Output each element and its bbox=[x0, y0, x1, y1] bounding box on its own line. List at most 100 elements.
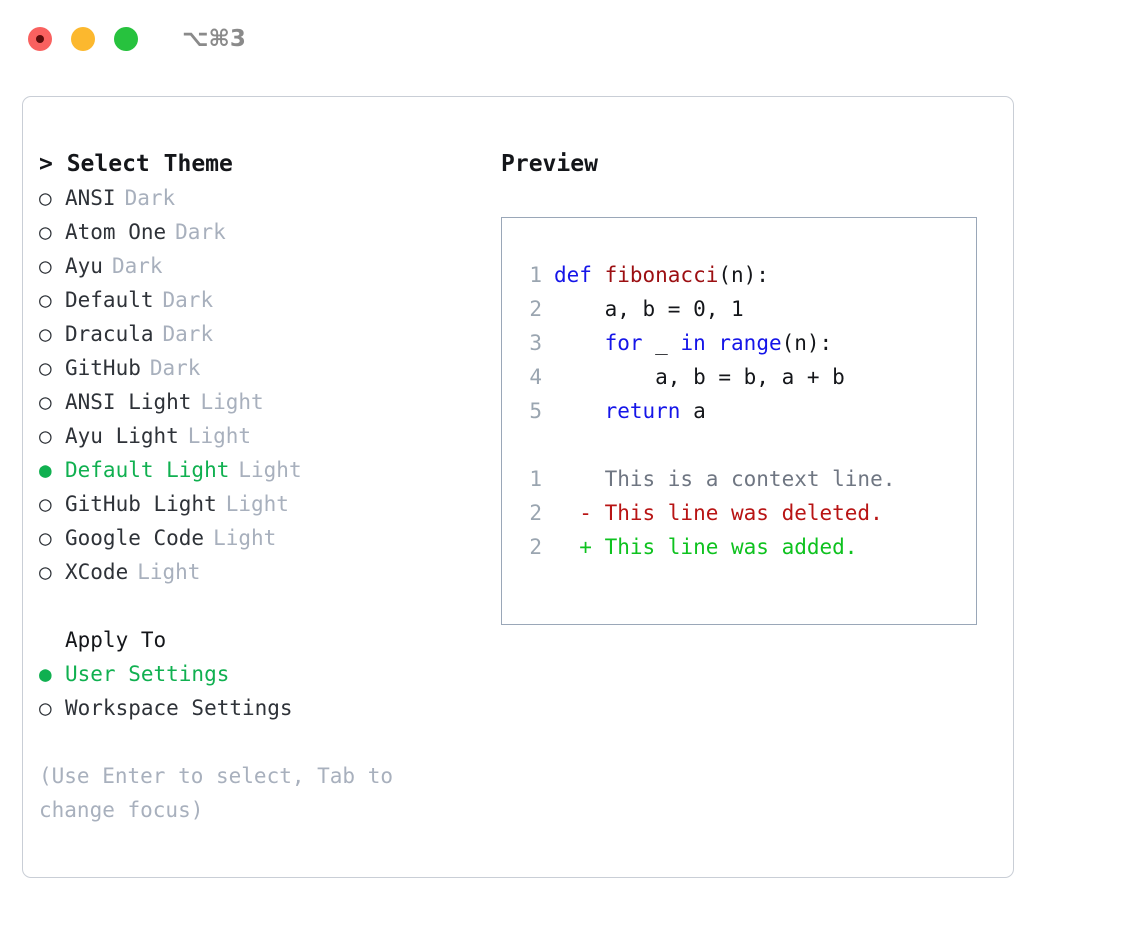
preview-header: Preview bbox=[501, 151, 598, 177]
theme-option-tag: Dark bbox=[175, 220, 226, 244]
window-titlebar: ⌥⌘3 bbox=[0, 0, 1140, 78]
theme-option-tag: Light bbox=[225, 492, 289, 516]
theme-option-default[interactable]: ○ Default Dark bbox=[39, 283, 499, 317]
list-spacer bbox=[39, 589, 499, 623]
diff-line-number: 1 bbox=[529, 467, 542, 491]
code-line-content: a, b = b, a + b bbox=[554, 360, 845, 394]
select-theme-header: > Select Theme bbox=[39, 151, 233, 177]
theme-option-label: Ayu bbox=[65, 254, 103, 278]
theme-option-label: ANSI bbox=[65, 186, 116, 210]
radio-unselected-icon: ○ bbox=[39, 254, 52, 278]
radio-unselected-icon: ○ bbox=[39, 526, 52, 550]
apply-to-header: Apply To bbox=[65, 628, 167, 652]
theme-option-dracula[interactable]: ○ Dracula Dark bbox=[39, 317, 499, 351]
theme-option-tag: Light bbox=[200, 390, 264, 414]
theme-option-label: Default Light bbox=[65, 458, 230, 482]
code-line: 3 for _ in range(n): bbox=[516, 326, 895, 360]
code-line: 1 def fibonacci(n): bbox=[516, 258, 895, 292]
code-token-txt: a bbox=[693, 399, 706, 423]
theme-option-tag: Dark bbox=[111, 254, 163, 278]
code-line-content: return a bbox=[554, 394, 706, 428]
theme-option-ansi-light[interactable]: ○ ANSI Light Light bbox=[39, 385, 499, 419]
theme-option-label: GitHub bbox=[65, 356, 141, 380]
code-token-kw: return bbox=[604, 399, 694, 423]
theme-option-label: Ayu Light bbox=[65, 424, 179, 448]
maximize-button[interactable] bbox=[114, 27, 138, 51]
theme-option-github[interactable]: ○ GitHub Dark bbox=[39, 351, 499, 385]
code-token-txt: (n): bbox=[718, 263, 769, 287]
diff-line-content: + This line was added. bbox=[554, 535, 858, 559]
theme-option-tag: Light bbox=[238, 458, 302, 482]
theme-option-label: XCode bbox=[65, 560, 129, 584]
radio-unselected-icon: ○ bbox=[39, 288, 52, 312]
theme-option-ayu-light[interactable]: ○ Ayu Light Light bbox=[39, 419, 499, 453]
diff-lines: 1 This is a context line.2 - This line w… bbox=[516, 462, 895, 564]
radio-unselected-icon: ○ bbox=[39, 424, 52, 448]
apply-to-option-label: User Settings bbox=[65, 662, 230, 686]
diff-line-ctx: 1 This is a context line. bbox=[516, 462, 895, 496]
apply-to-option-user-settings[interactable]: ● User Settings bbox=[39, 657, 499, 691]
theme-option-label: Dracula bbox=[65, 322, 154, 346]
code-token-txt: (n): bbox=[781, 331, 833, 355]
diff-line-number: 2 bbox=[529, 501, 542, 525]
theme-option-xcode[interactable]: ○ XCode Light bbox=[39, 555, 499, 589]
radio-unselected-icon: ○ bbox=[39, 356, 52, 380]
diff-line-content: This is a context line. bbox=[554, 467, 896, 491]
code-line-number: 5 bbox=[529, 399, 542, 423]
theme-option-tag: Light bbox=[137, 560, 201, 584]
diff-line-add: 2 + This line was added. bbox=[516, 530, 895, 564]
code-line: 4 a, b = b, a + b bbox=[516, 360, 895, 394]
theme-option-tag: Light bbox=[213, 526, 277, 550]
code-token-txt: a, b = 0, 1 bbox=[604, 297, 744, 321]
theme-option-label: GitHub Light bbox=[65, 492, 217, 516]
diff-line-number: 2 bbox=[529, 535, 542, 559]
code-line-number: 4 bbox=[529, 365, 542, 389]
theme-option-tag: Dark bbox=[162, 288, 214, 312]
theme-option-label: ANSI Light bbox=[65, 390, 192, 414]
radio-unselected-icon: ○ bbox=[39, 560, 52, 584]
code-token-fn: fibonacci bbox=[604, 263, 719, 287]
diff-line-del: 2 - This line was deleted. bbox=[516, 496, 895, 530]
hint-spacer bbox=[39, 725, 499, 759]
theme-option-atom-one[interactable]: ○ Atom One Dark bbox=[39, 215, 499, 249]
code-line-content: def fibonacci(n): bbox=[554, 258, 769, 292]
minimize-button[interactable] bbox=[71, 27, 95, 51]
code-line-content: a, b = 0, 1 bbox=[554, 292, 744, 326]
code-line: 5 return a bbox=[516, 394, 895, 428]
code-line-number: 2 bbox=[529, 297, 542, 321]
code-line-content: for _ in range(n): bbox=[554, 326, 833, 360]
radio-unselected-icon: ○ bbox=[39, 322, 52, 346]
theme-option-tag: Light bbox=[187, 424, 252, 448]
code-token-kw: for bbox=[604, 331, 656, 355]
radio-unselected-icon: ○ bbox=[39, 220, 52, 244]
radio-unselected-icon: ○ bbox=[39, 186, 52, 210]
apply-to-option-label: Workspace Settings bbox=[65, 696, 293, 720]
radio-selected-icon: ● bbox=[39, 662, 52, 686]
code-line-number: 3 bbox=[529, 331, 542, 355]
theme-option-default-light[interactable]: ● Default Light Light bbox=[39, 453, 499, 487]
radio-selected-icon: ● bbox=[39, 458, 52, 482]
diff-line-content: - This line was deleted. bbox=[554, 501, 883, 525]
theme-option-tag: Dark bbox=[149, 356, 201, 380]
theme-option-label: Atom One bbox=[65, 220, 167, 244]
keyboard-hint-text: (Use Enter to select, Tab to change focu… bbox=[39, 764, 406, 822]
code-token-kw: range bbox=[718, 331, 782, 355]
theme-option-ayu[interactable]: ○ Ayu Dark bbox=[39, 249, 499, 283]
theme-option-tag: Dark bbox=[162, 322, 214, 346]
theme-option-label: Default bbox=[65, 288, 154, 312]
apply-to-option-list: ● User Settings ○Workspace Settings bbox=[39, 657, 499, 725]
code-line-number: 1 bbox=[529, 263, 542, 287]
apply-to-option-workspace-settings[interactable]: ○Workspace Settings bbox=[39, 691, 499, 725]
code-token-kw: def bbox=[554, 263, 605, 287]
radio-unselected-icon: ○ bbox=[39, 390, 52, 414]
close-button[interactable] bbox=[28, 27, 52, 51]
